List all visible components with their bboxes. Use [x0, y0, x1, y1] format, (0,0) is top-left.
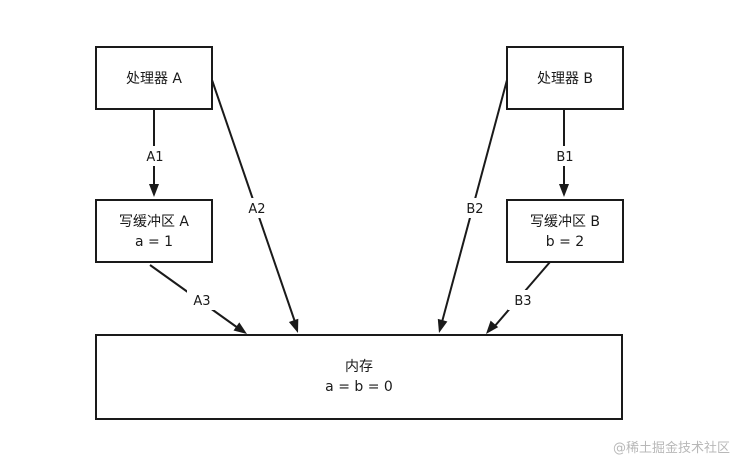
edge-b3-arrowhead	[486, 320, 499, 334]
edge-a3-arrowhead	[233, 322, 247, 334]
node-processor-b: 处理器 B	[506, 46, 624, 110]
edge-b3: B3	[486, 261, 551, 334]
edge-b2-label: B2	[466, 202, 483, 217]
edge-a1-arrowhead	[149, 184, 159, 197]
node-memory: 内存 a = b = 0	[95, 334, 623, 420]
edge-b2-arrowhead	[437, 318, 448, 333]
edge-b1: B1	[550, 110, 580, 197]
edge-a1: A1	[140, 110, 170, 197]
node-memory-line-2: a = b = 0	[325, 379, 393, 395]
node-buffer-a: 写缓冲区 A a = 1	[95, 199, 213, 263]
edge-a1-label: A1	[146, 150, 163, 165]
node-processor-b-line-1: 处理器 B	[537, 71, 593, 87]
edge-a3-label: A3	[193, 294, 210, 309]
node-processor-a: 处理器 A	[95, 46, 213, 110]
edge-b1-arrowhead	[559, 184, 569, 197]
edge-b1-label: B1	[556, 150, 573, 165]
edge-a2-label: A2	[248, 202, 265, 217]
node-buffer-a-line-2: a = 1	[135, 234, 173, 250]
node-buffer-b: 写缓冲区 B b = 2	[506, 199, 624, 263]
node-buffer-b-line-1: 写缓冲区 B	[530, 214, 600, 230]
edge-a3: A3	[149, 264, 247, 334]
edge-b2: B2	[437, 79, 508, 333]
watermark-text: @稀土掘金技术社区	[612, 441, 730, 456]
node-buffer-a-line-1: 写缓冲区 A	[119, 214, 189, 230]
node-buffer-b-line-2: b = 2	[546, 234, 584, 250]
edge-a2-arrowhead	[288, 318, 299, 333]
edge-a2: A2	[211, 79, 299, 333]
node-processor-a-line-1: 处理器 A	[126, 71, 182, 87]
edge-b3-label: B3	[514, 294, 531, 309]
node-memory-line-1: 内存	[345, 359, 373, 375]
